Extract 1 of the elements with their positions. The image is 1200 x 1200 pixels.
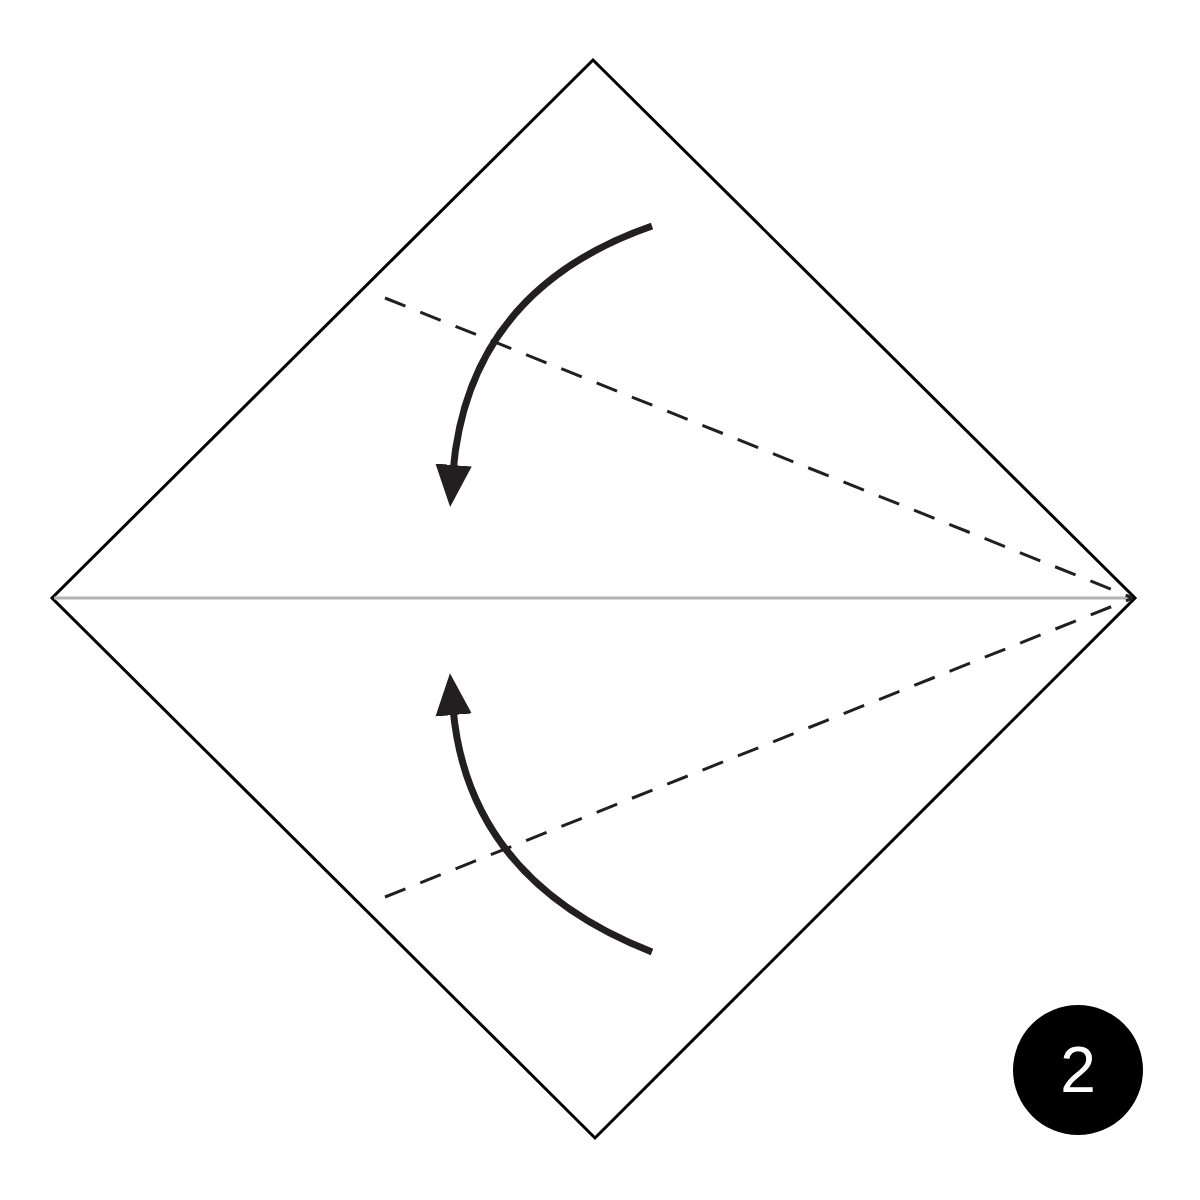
step-number-badge: 2 — [1013, 1005, 1143, 1135]
